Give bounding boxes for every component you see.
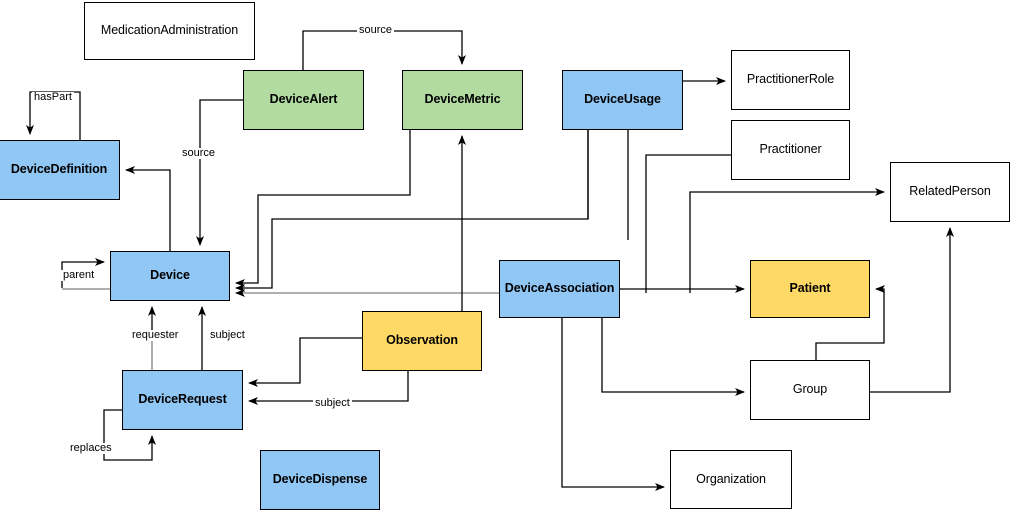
edge-devicemetric-to-device: [235, 130, 411, 287]
edge-observation-subject-devicerequest: [248, 371, 409, 405]
node-devicedefinition[interactable]: DeviceDefinition: [0, 140, 120, 200]
edge-group-to-patient: [815, 285, 885, 360]
node-observation[interactable]: Observation: [362, 311, 482, 371]
node-deviceassociation[interactable]: DeviceAssociation: [499, 260, 620, 318]
edge-label-replaces: replaces: [68, 442, 114, 454]
edge-label-source-left: source: [180, 147, 218, 159]
edge-deviceassociation-to-group: [601, 318, 745, 396]
node-device[interactable]: Device: [110, 251, 230, 301]
edge-deviceassociation-to-practitioner: [645, 154, 731, 293]
edge-label-haspart: hasPart: [32, 91, 74, 103]
edge-device-to-devicedefinition: [125, 166, 171, 251]
node-practitioner[interactable]: Practitioner: [731, 120, 850, 180]
edge-deviceassociation-to-relatedperson: [689, 188, 885, 293]
node-devicemetric[interactable]: DeviceMetric: [402, 70, 523, 130]
node-practitionerrole[interactable]: PractitionerRole: [731, 50, 850, 110]
node-group[interactable]: Group: [750, 360, 870, 420]
node-deviceusage[interactable]: DeviceUsage: [562, 70, 683, 130]
edge-devicealert-source-devicemetric: [302, 30, 466, 70]
edge-label-subject-request: subject: [313, 397, 352, 409]
edge-group-to-relatedperson: [870, 227, 954, 393]
edge-label-requester: requester: [130, 329, 181, 341]
node-devicedispense[interactable]: DeviceDispense: [260, 450, 380, 510]
edge-devicealert-source-device: [196, 99, 243, 246]
edge-devicerequest-replaces-loop: [103, 409, 156, 461]
edge-label-parent: parent: [61, 269, 97, 281]
node-organization[interactable]: Organization: [670, 450, 792, 509]
edge-label-subject-device: subject: [208, 329, 247, 341]
node-devicerequest[interactable]: DeviceRequest: [122, 370, 243, 430]
edge-label-source-top: source: [357, 24, 395, 36]
node-devicealert[interactable]: DeviceAlert: [243, 70, 364, 130]
node-relatedperson[interactable]: RelatedPerson: [890, 162, 1010, 222]
edge-deviceassociation-to-organization: [561, 318, 665, 491]
node-patient[interactable]: Patient: [750, 260, 870, 318]
node-medicationadministration[interactable]: MedicationAdministration: [84, 2, 255, 60]
edge-observation-to-devicerequest: [248, 337, 362, 387]
